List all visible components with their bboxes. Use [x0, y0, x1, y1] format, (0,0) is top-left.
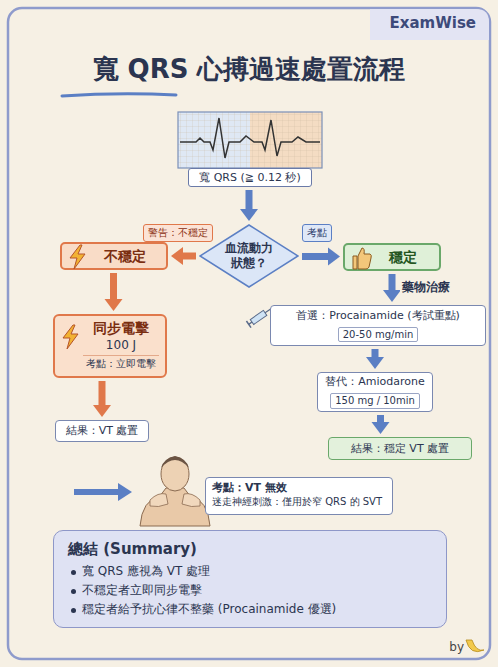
connector-arrow — [302, 248, 340, 266]
unstable-box: 不穩定 — [60, 242, 168, 270]
bullet-dot — [71, 570, 76, 575]
first-line-drug-box: 首選：Procainamide (考試重點) 20-50 mg/min — [270, 305, 486, 346]
connector-line — [182, 253, 196, 260]
node-text: 150 mg / 10min — [330, 393, 420, 409]
sub-line: 150 mg / 10min — [323, 389, 427, 409]
connector-line — [377, 415, 384, 423]
bullet-dot — [71, 608, 76, 613]
arrowhead — [93, 405, 111, 417]
node-text: 穩定者給予抗心律不整藥 (Procainamide 優選) — [68, 600, 432, 619]
bullet-dot — [71, 589, 76, 594]
arrowhead — [328, 248, 340, 266]
page-frame — [8, 8, 490, 659]
text-stack: 首選：Procainamide (考試重點) 20-50 mg/min — [276, 309, 480, 342]
result-box: 結果：VT 處置 — [55, 420, 149, 442]
edge-label: 藥物治療 — [400, 279, 452, 296]
caption-box: 寬 QRS (≧ 0.12 秒) — [188, 168, 312, 187]
node-text: 同步電擊 — [83, 320, 159, 337]
node-text: 首選：Procainamide (考試重點) — [276, 309, 480, 323]
vagal-note-box: 考點：VT 無效迷走神經刺激：僅用於窄 QRS 的 SVT — [205, 477, 393, 515]
node-text: 總結 (Summary) — [68, 539, 432, 559]
alternative-drug-box: 替代：Amiodarone 150 mg / 10min — [317, 372, 433, 412]
node-text: 20-50 mg/min — [338, 327, 419, 342]
lightning-icon — [67, 244, 89, 270]
connector-arrow — [93, 381, 111, 417]
node-text: 結果：穩定 VT 處置 — [335, 441, 465, 456]
lightning-icon — [60, 324, 82, 350]
node-text: 寬 QRS (≧ 0.12 秒) — [193, 171, 307, 184]
node-text: 血流動力 狀態？ — [219, 241, 279, 271]
ecg-image — [178, 112, 322, 168]
connector-line — [246, 190, 253, 210]
connector-arrow — [366, 349, 384, 369]
thumbs-up-icon — [350, 245, 372, 271]
banana-icon — [466, 640, 484, 652]
arrowhead — [105, 299, 123, 311]
arrowhead — [366, 357, 384, 369]
node-text: 不穩定者立即同步電擊 — [68, 581, 432, 600]
text-stack: 結果：穩定 VT 處置 — [335, 441, 465, 456]
warning-tag: 警告：不穩定 — [143, 224, 213, 242]
node-text: 考點：立即電擊 — [83, 355, 159, 371]
text-stack: 同步電擊100 J 考點：立即電擊 — [83, 320, 159, 371]
stable-result-box: 結果：穩定 VT 處置 — [328, 437, 472, 460]
node-text: 寬 QRS 應視為 VT 處理 — [68, 562, 432, 581]
connector-arrow — [240, 190, 258, 221]
connector-line — [389, 274, 396, 291]
signature: by — [449, 640, 464, 654]
carotid-massage-illustration — [140, 456, 210, 526]
arrowhead — [383, 290, 401, 302]
arrowhead — [240, 209, 258, 221]
node-text: 迷走神經刺激：僅用於窄 QRS 的 SVT — [212, 495, 386, 509]
decision-diamond: 血流動力 狀態？ — [199, 224, 299, 288]
text-stack: 寬 QRS (≧ 0.12 秒) — [193, 171, 307, 184]
connector-arrow — [171, 247, 196, 265]
summary-box: 總結 (Summary) 寬 QRS 應視為 VT 處理不穩定者立即同步電擊穩定者… — [53, 530, 447, 628]
node-text: 100 J — [83, 337, 159, 353]
arrowhead — [372, 422, 390, 434]
connector-arrow — [105, 273, 123, 311]
connector-line — [110, 273, 117, 300]
sub-line: 20-50 mg/min — [276, 323, 480, 342]
text-stack: 替代：Amiodarone 150 mg / 10min — [323, 375, 427, 409]
text-stack: 不穩定 — [92, 248, 158, 264]
connector-line — [302, 253, 329, 260]
title-underline — [62, 94, 176, 96]
node-text: 穩定 — [375, 249, 431, 265]
shock-box: 同步電擊100 J 考點：立即電擊 — [53, 314, 167, 378]
text-stack: 血流動力 狀態？ — [219, 241, 279, 271]
connector-arrow — [372, 415, 390, 434]
connector-line — [372, 349, 379, 358]
text-stack: 總結 (Summary) 寬 QRS 應視為 VT 處理不穩定者立即同步電擊穩定者… — [68, 539, 432, 619]
node-text: 考點：VT 無效 — [212, 481, 386, 495]
stable-box: 穩定 — [343, 243, 441, 271]
text-stack: 穩定 — [375, 249, 431, 265]
text-stack: 結果：VT 處置 — [62, 424, 142, 438]
arrowhead — [171, 247, 183, 265]
connector-arrow — [383, 274, 401, 302]
brand-band — [370, 9, 489, 40]
brand-name: ExamWise — [390, 14, 476, 32]
node-text: 不穩定 — [92, 248, 158, 264]
connector-line — [99, 381, 106, 406]
node-text: 結果：VT 處置 — [62, 424, 142, 438]
exam-tag: 考點 — [302, 224, 332, 242]
text-stack: 考點：VT 無效迷走神經刺激：僅用於窄 QRS 的 SVT — [212, 481, 386, 509]
title: 寬 QRS 心搏過速處置流程 — [0, 52, 498, 87]
node-text: 替代：Amiodarone — [323, 375, 427, 389]
pointer-arrow — [74, 483, 132, 501]
